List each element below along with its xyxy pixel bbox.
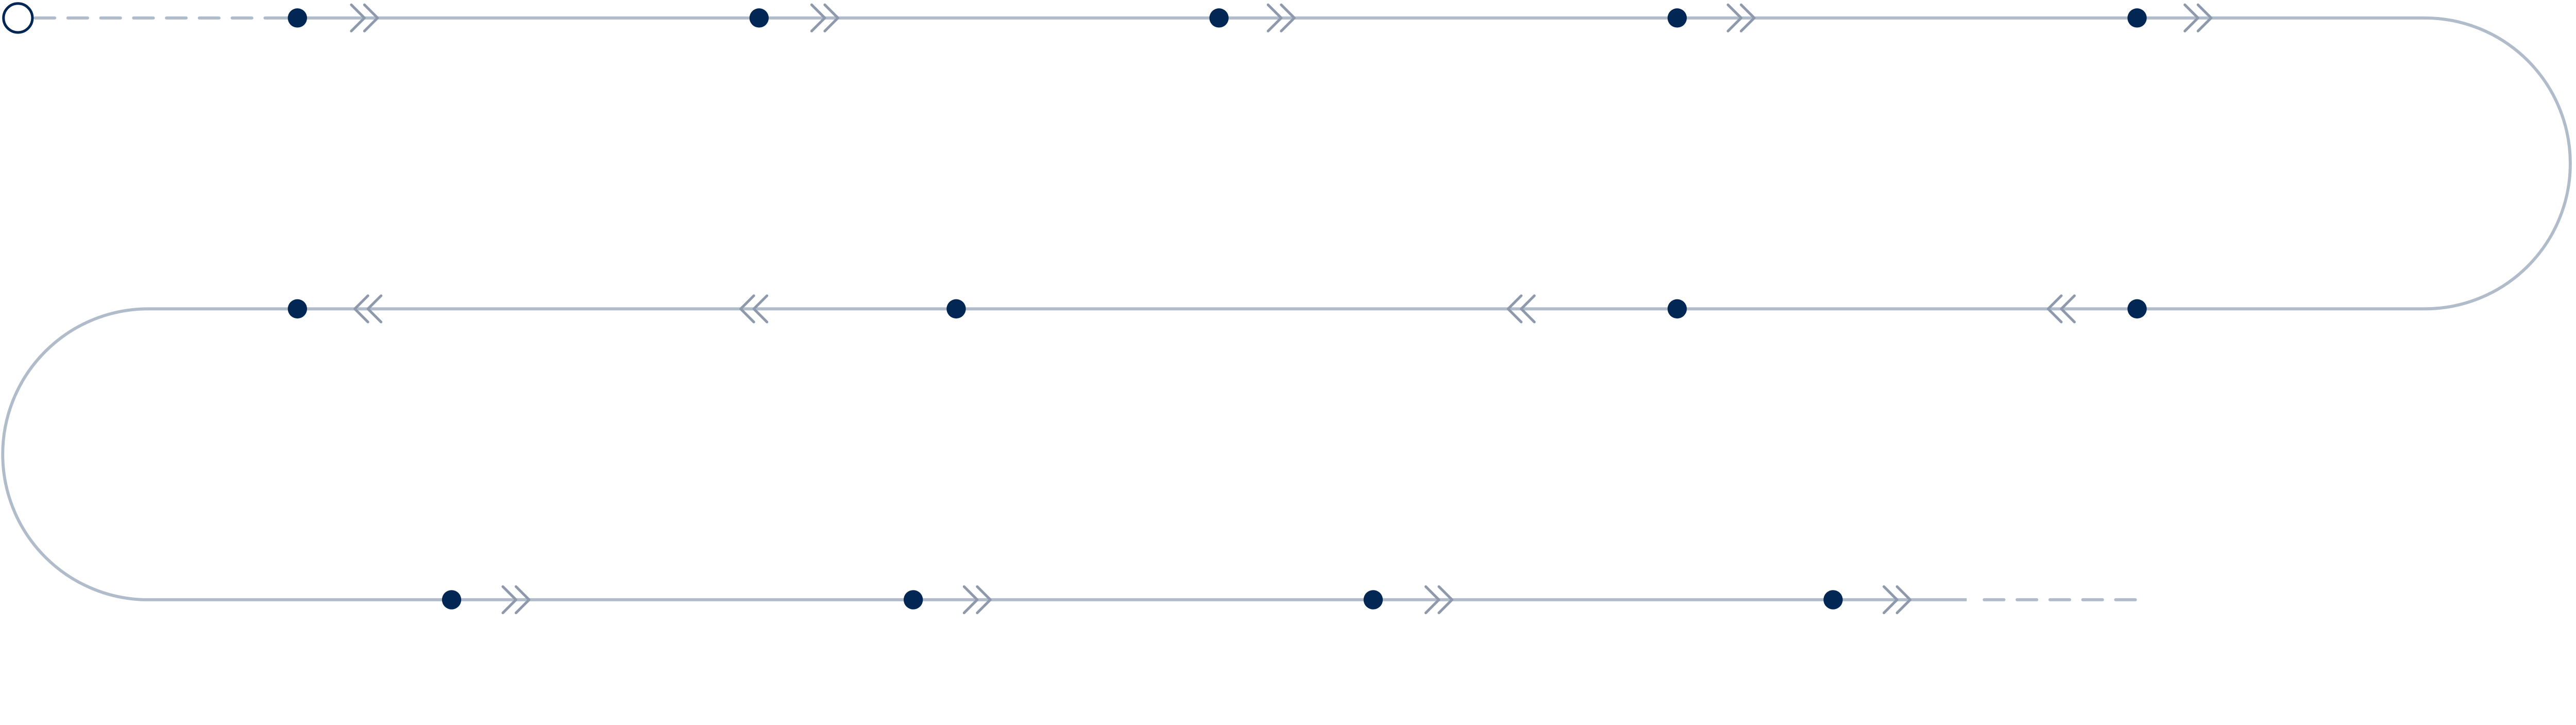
milestone-node	[1667, 8, 1687, 28]
milestone-node	[903, 590, 923, 610]
chevron-right-icon	[501, 585, 518, 614]
milestone-node	[946, 299, 966, 319]
chevron-right-icon	[1437, 585, 1453, 614]
chevron-left-icon	[366, 294, 383, 324]
chevron-right-icon	[1280, 3, 1296, 32]
milestone-node	[442, 590, 462, 610]
timeline-path	[1, 16, 2572, 601]
chevron-layer	[350, 3, 2213, 614]
chevron-left-icon	[2046, 294, 2063, 324]
chevron-right-icon	[514, 585, 531, 614]
chevron-right-icon	[2183, 3, 2199, 32]
chevron-left-icon	[2060, 294, 2076, 324]
node-layer	[2, 2, 2147, 610]
chevron-right-icon	[1726, 3, 1743, 32]
chevron-left-icon	[1506, 294, 1523, 324]
chevron-right-icon	[823, 3, 839, 32]
chevron-right-icon	[1266, 3, 1283, 32]
chevron-left-icon	[1520, 294, 1536, 324]
milestone-node	[749, 8, 769, 28]
milestone-node	[287, 8, 307, 28]
chevron-left-icon	[752, 294, 769, 324]
chevron-right-icon	[363, 3, 379, 32]
chevron-right-icon	[1883, 585, 1899, 614]
start-node	[2, 2, 34, 34]
milestone-node	[287, 299, 307, 319]
chevron-right-icon	[1739, 3, 1756, 32]
timeline-diagram	[1, 2, 2572, 614]
milestone-node	[2127, 8, 2147, 28]
chevron-right-icon	[1895, 585, 1912, 614]
milestone-node	[1209, 8, 1229, 28]
milestone-node	[2127, 299, 2147, 319]
chevron-right-icon	[2196, 3, 2213, 32]
milestone-node	[1363, 590, 1383, 610]
milestone-node	[1667, 299, 1687, 319]
milestone-node	[1823, 590, 1843, 610]
chevron-right-icon	[976, 585, 992, 614]
chevron-right-icon	[1424, 585, 1440, 614]
chevron-left-icon	[353, 294, 369, 324]
chevron-right-icon	[810, 3, 826, 32]
chevron-right-icon	[350, 3, 366, 32]
chevron-right-icon	[962, 585, 979, 614]
chevron-left-icon	[739, 294, 755, 324]
path-layer	[1, 16, 2572, 601]
